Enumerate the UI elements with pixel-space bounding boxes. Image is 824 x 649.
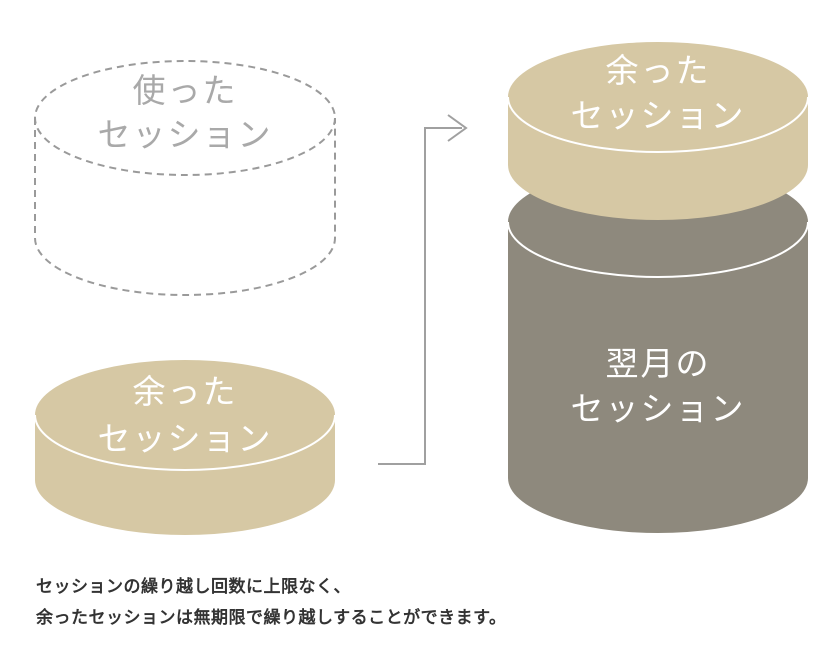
- carryover-arrow: [378, 114, 468, 465]
- carryover-diagram: 使った セッション 余った セッション 翌月の セッション 余った セッション: [34, 42, 809, 535]
- leftover-sessions-cylinder-left: 余った セッション: [34, 360, 336, 535]
- leftover-left-label-line1: 余った: [133, 372, 238, 411]
- caption-line-1: セッションの繰り越し回数に上限なく、: [36, 577, 351, 597]
- caption-line-2: 余ったセッションは無期限で繰り越しすることができます。: [36, 608, 507, 628]
- leftover-left-top: [35, 360, 335, 470]
- next-month-label-line1: 翌月の: [606, 344, 711, 383]
- leftover-sessions-cylinder-right: 余った セッション: [507, 42, 809, 220]
- used-sessions-cylinder: 使った セッション: [34, 60, 336, 296]
- leftover-right-rim-line: [507, 96, 809, 153]
- used-sessions-label-line2: セッション: [98, 115, 273, 154]
- leftover-left-label-line2: セッション: [98, 419, 273, 458]
- leftover-left-rim-line: [34, 414, 336, 471]
- leftover-right-label-line1: 余った: [606, 51, 711, 90]
- carryover-arrowhead-icon: [447, 114, 468, 142]
- leftover-right-top: [508, 42, 808, 152]
- next-month-label-line2: セッション: [571, 389, 746, 428]
- used-cylinder-top-outline: [34, 60, 336, 176]
- used-cylinder-body-outline: [34, 118, 336, 296]
- used-sessions-label-line1: 使った: [133, 71, 238, 110]
- next-month-body: [508, 222, 808, 533]
- next-month-sessions-cylinder: 翌月の セッション: [507, 167, 809, 533]
- next-month-rim-line: [507, 221, 809, 278]
- carryover-arrow-line: [378, 127, 462, 465]
- leftover-right-label-line2: セッション: [571, 96, 746, 135]
